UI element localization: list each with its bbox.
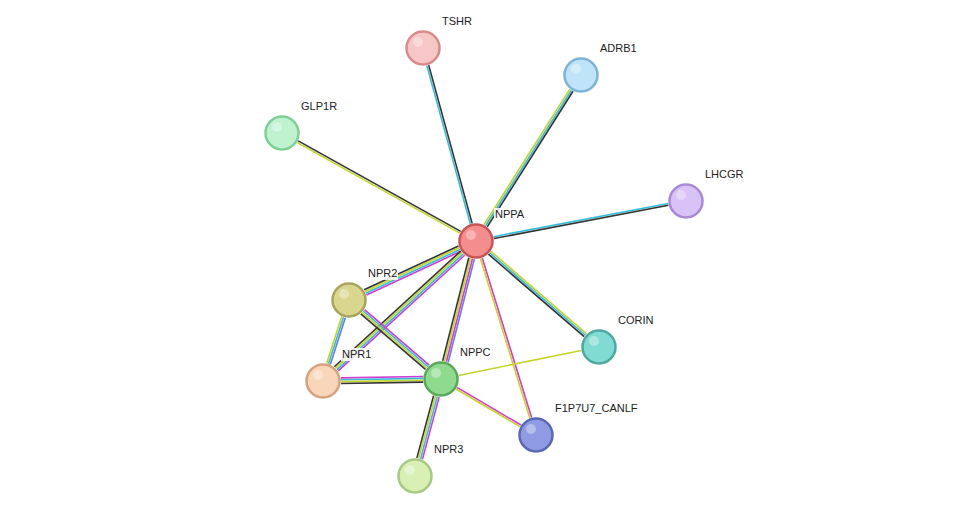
interaction-edge: [427, 65, 472, 224]
node-label: NPPA: [494, 208, 525, 221]
protein-node: LHCGR: [668, 183, 704, 219]
node-circle: [423, 361, 459, 397]
interaction-edge: [484, 89, 573, 227]
protein-node: NPPC: [423, 361, 459, 397]
node-label: NPR3: [433, 443, 464, 456]
protein-node: GLP1R: [264, 115, 300, 151]
protein-node: NPPA: [458, 223, 494, 259]
node-circle: [405, 30, 441, 66]
node-label: CORIN: [617, 314, 654, 327]
protein-node: F1P7U7_CANLF: [518, 417, 554, 453]
node-label: TSHR: [441, 15, 473, 28]
node-label: NPR1: [341, 348, 372, 361]
interaction-edge: [364, 246, 461, 295]
node-label: LHCGR: [704, 168, 745, 181]
interaction-edge: [297, 141, 460, 233]
node-circle: [668, 183, 704, 219]
node-circle: [581, 329, 617, 365]
node-label: NPPC: [459, 346, 492, 359]
interaction-edge: [494, 203, 669, 238]
node-circle: [563, 57, 599, 93]
node-circle: [264, 115, 300, 151]
node-label: F1P7U7_CANLF: [554, 402, 639, 415]
protein-node: NPR2: [331, 282, 367, 318]
interaction-edge: [341, 376, 423, 383]
node-circle: [331, 282, 367, 318]
protein-node: ADRB1: [563, 57, 599, 93]
node-label: ADRB1: [599, 42, 638, 55]
protein-node: NPR3: [397, 458, 433, 494]
node-circle: [458, 223, 494, 259]
interaction-edge: [456, 387, 521, 426]
node-circle: [397, 458, 433, 494]
protein-node: NPR1: [305, 363, 341, 399]
interaction-edge: [480, 258, 531, 418]
protein-node: CORIN: [581, 329, 617, 365]
node-label: NPR2: [367, 267, 398, 280]
node-label: GLP1R: [300, 100, 338, 113]
protein-node: TSHR: [405, 30, 441, 66]
node-circle: [305, 363, 341, 399]
node-circle: [518, 417, 554, 453]
